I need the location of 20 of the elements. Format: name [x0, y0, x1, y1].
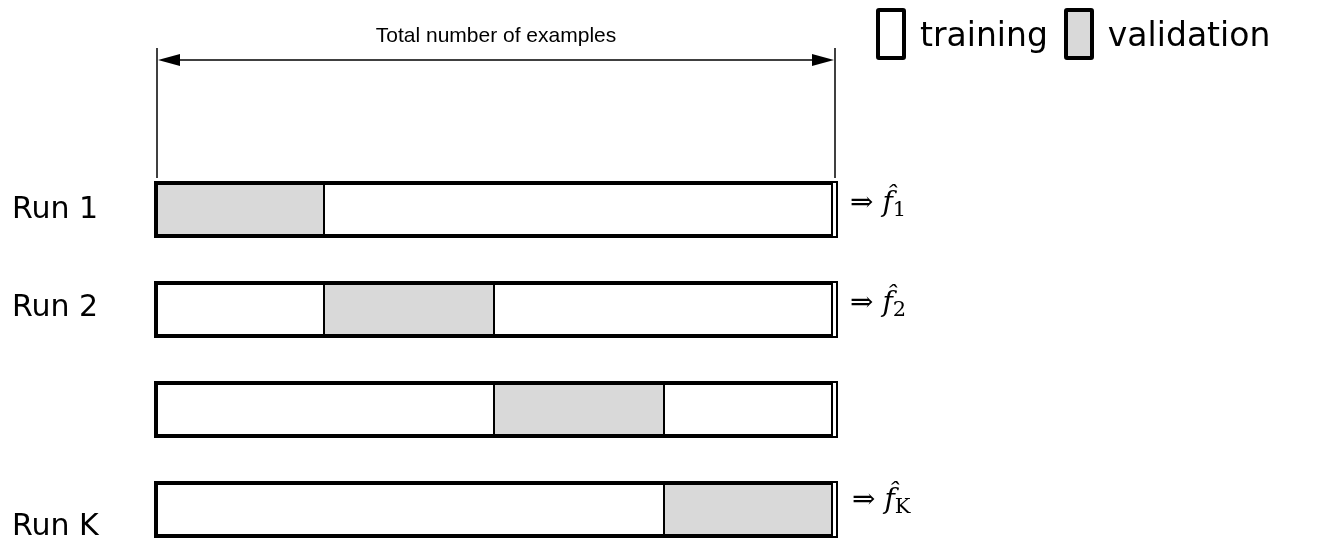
run-label: Run 2 [12, 291, 99, 321]
dimension-label: Total number of examples [374, 24, 618, 45]
training-fold [156, 283, 325, 336]
training-fold [493, 283, 833, 336]
run-label: Run 1 [12, 193, 99, 223]
validation-fold [323, 283, 495, 336]
training-fold [663, 383, 833, 436]
legend-label: validation [1107, 17, 1271, 51]
validation-fold [663, 483, 833, 536]
training-fold [156, 383, 495, 436]
legend-label: training [920, 17, 1048, 51]
data-bar [156, 183, 836, 236]
validation-fold [156, 183, 325, 236]
data-bar [156, 383, 836, 436]
data-bar [156, 283, 836, 336]
training-fold [156, 483, 665, 536]
run-label: Run K [12, 510, 99, 540]
validation-fold [493, 383, 665, 436]
data-bar [156, 483, 836, 536]
training-fold [323, 183, 833, 236]
